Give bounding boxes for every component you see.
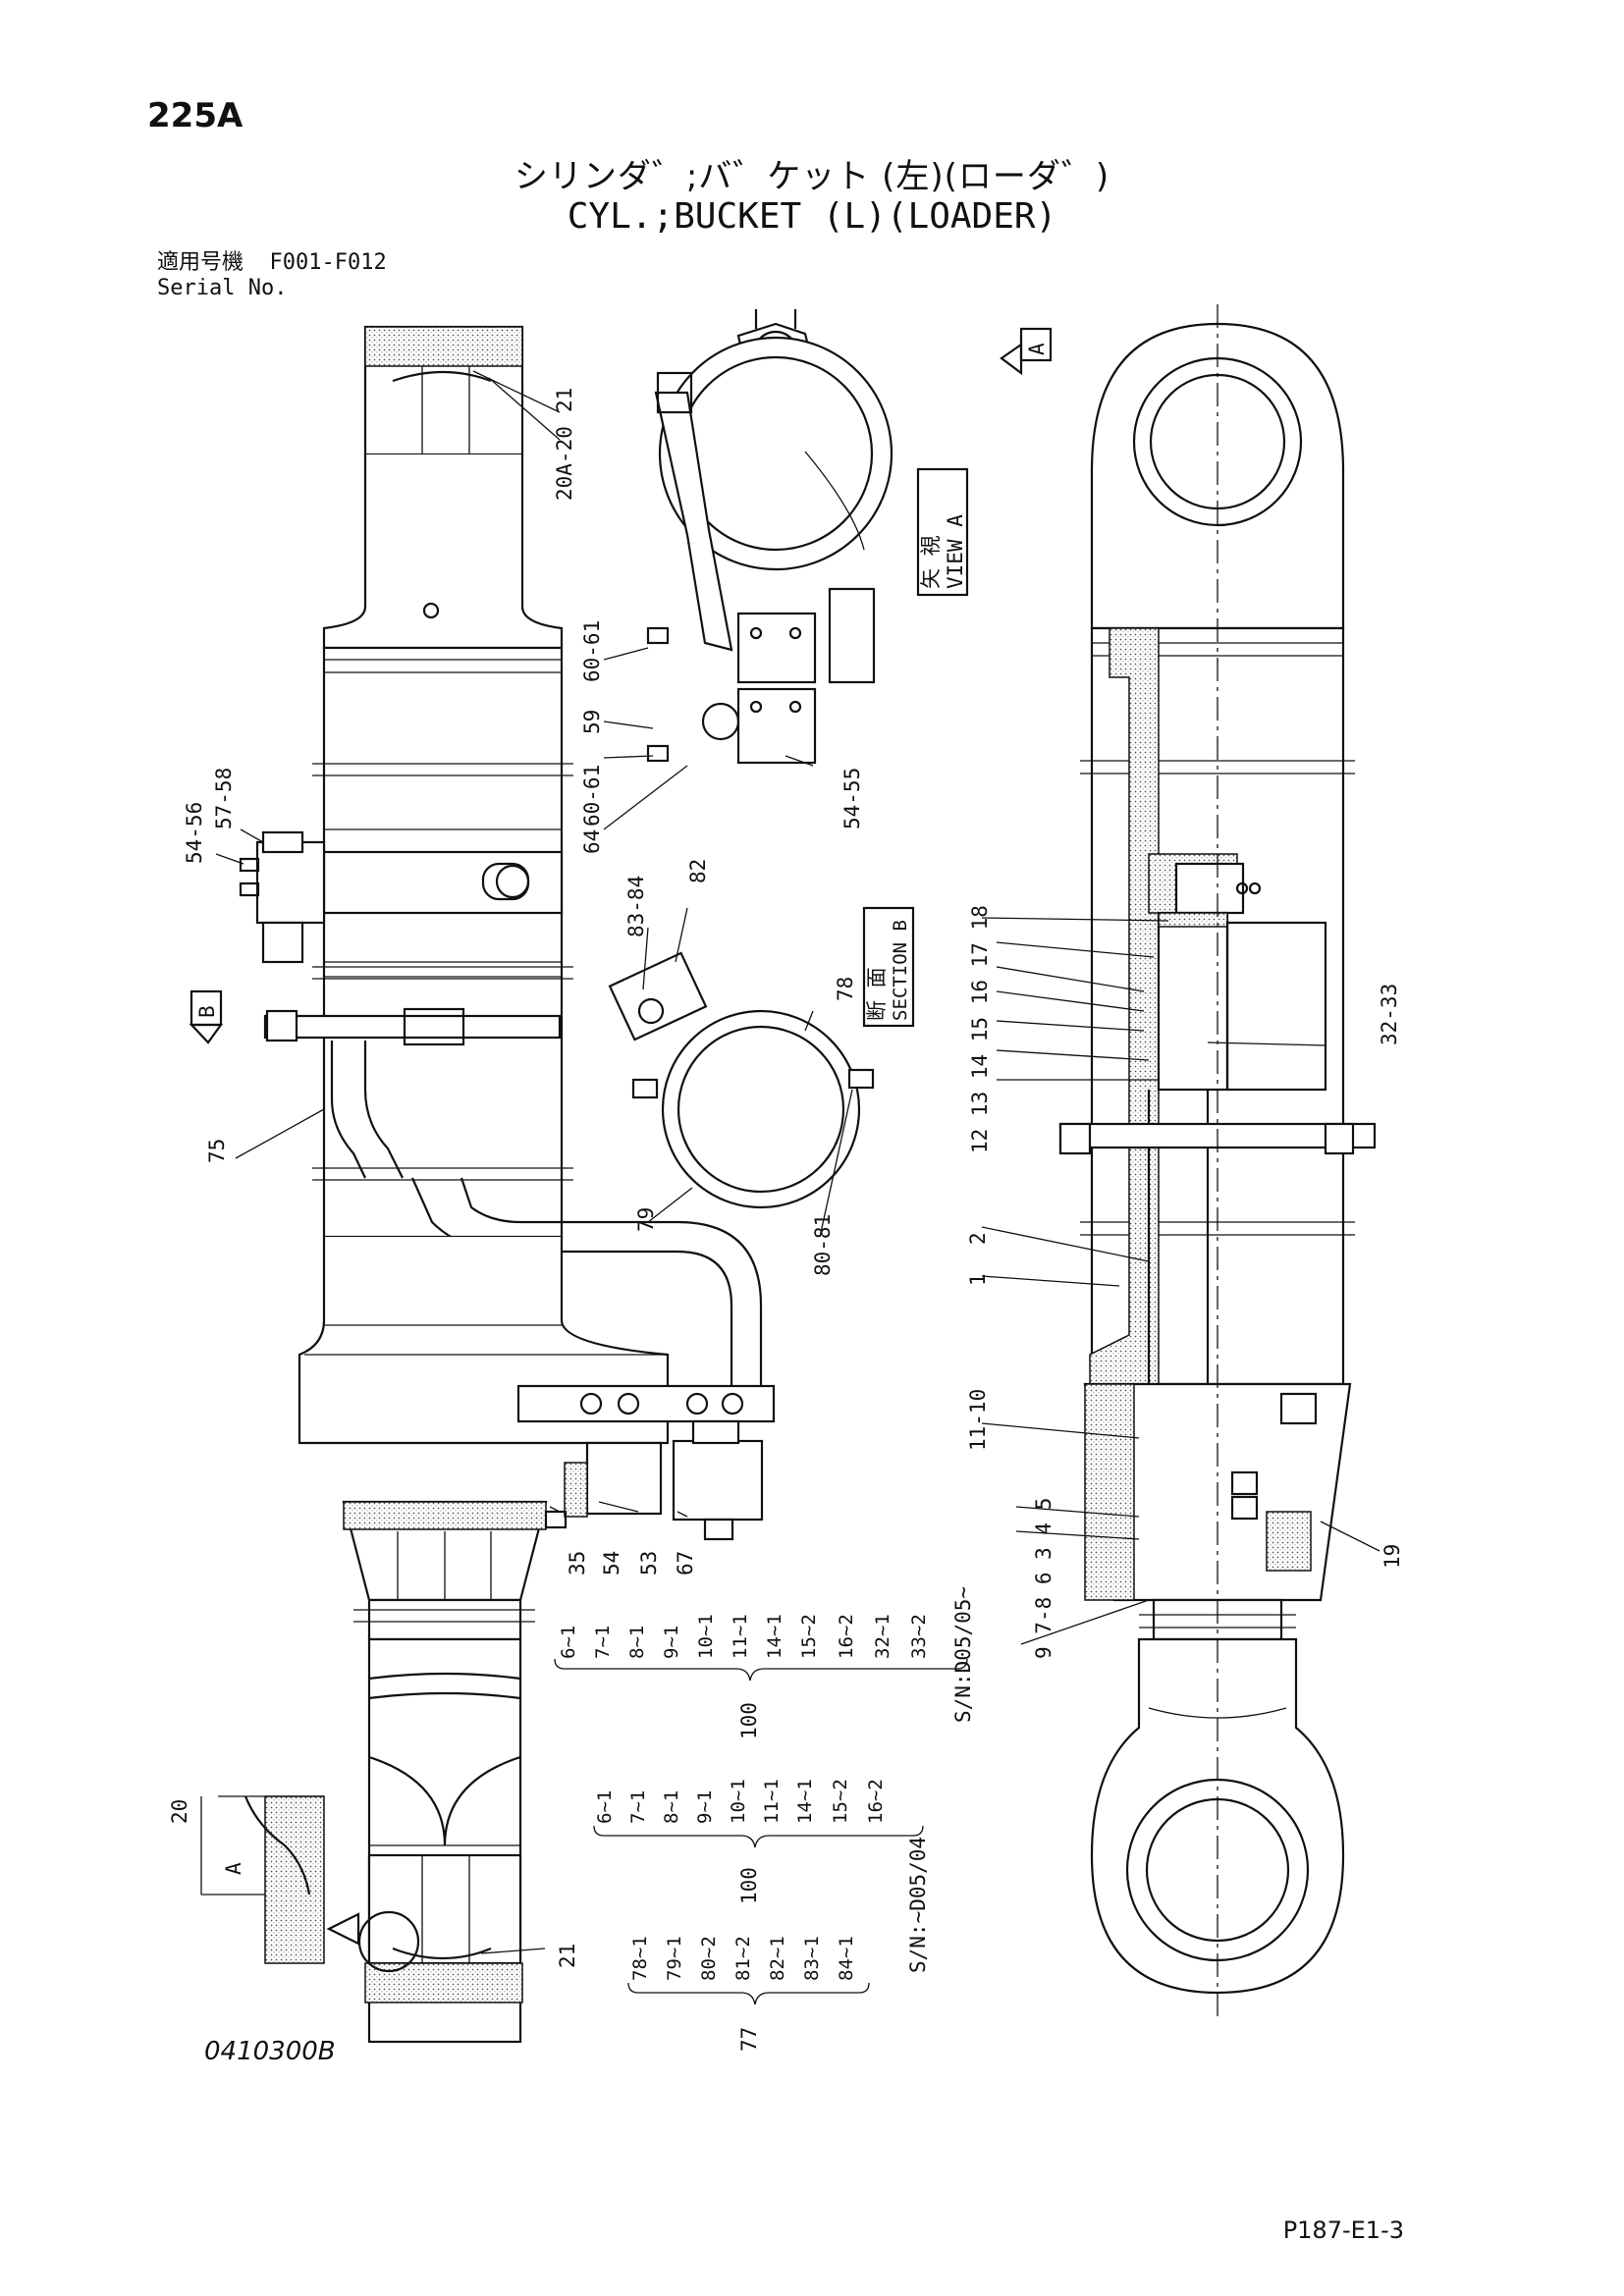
kit-new-number: 100 bbox=[737, 1702, 761, 1739]
callout-54-56: 54-56 bbox=[183, 802, 206, 864]
callout-83-84: 83-84 bbox=[624, 876, 648, 937]
view-a-label-ja: 矢 視 bbox=[919, 535, 943, 589]
kit-braces bbox=[554, 1658, 968, 2005]
kit-77-item: 84~1 bbox=[836, 1936, 857, 1981]
callout-79: 79 bbox=[634, 1207, 658, 1232]
serial-label-ja: 適用号機 bbox=[157, 250, 244, 275]
callout-21-top: 21 bbox=[553, 388, 576, 412]
kit-new-serial: S/N:D05/05~ bbox=[951, 1586, 975, 1723]
kit-new-item: 11~1 bbox=[730, 1614, 751, 1659]
kit-77-item: 82~1 bbox=[767, 1936, 788, 1981]
kit-old-item: 14~1 bbox=[794, 1779, 816, 1824]
callout-19: 19 bbox=[1380, 1544, 1404, 1569]
kit-old-item: 7~1 bbox=[627, 1790, 649, 1824]
callout-32-33: 32-33 bbox=[1378, 984, 1401, 1045]
callout-60-61-b: 60-61 bbox=[580, 765, 604, 827]
callout-75: 75 bbox=[205, 1139, 229, 1163]
page-code: 225A bbox=[147, 96, 244, 135]
serial-label-en: Serial No. bbox=[157, 276, 288, 300]
kit-new-item: 8~1 bbox=[626, 1626, 648, 1659]
title-japanese: シリンダ゛;バ゛ケット (左)(ローダ゛) bbox=[514, 157, 1110, 196]
section-b-label-ja: 断 面 bbox=[865, 967, 889, 1021]
kit-77-item: 79~1 bbox=[664, 1936, 685, 1981]
callout-35: 35 bbox=[566, 1551, 589, 1575]
callout-2: 2 bbox=[966, 1232, 990, 1245]
kit-new-item: 33~2 bbox=[908, 1614, 930, 1659]
kit-old-serial: S/N:~D05/04 bbox=[906, 1837, 930, 1973]
left-cylinder bbox=[239, 325, 776, 2044]
right-cylinder bbox=[1058, 304, 1377, 2022]
kit-new-item: 14~1 bbox=[764, 1614, 785, 1659]
kit-77-item: 78~1 bbox=[629, 1936, 651, 1981]
kit-77-item: 83~1 bbox=[801, 1936, 823, 1981]
callout-12-18: 12 13 14 15 16 17 18 bbox=[968, 905, 992, 1153]
callout-1: 1 bbox=[966, 1273, 990, 1286]
kit-new-item: 32~1 bbox=[872, 1614, 893, 1659]
serial-range: F001-F012 bbox=[269, 250, 387, 275]
callout-80-81: 80-81 bbox=[811, 1214, 835, 1276]
callout-78: 78 bbox=[834, 977, 857, 1001]
kit-77-number: 77 bbox=[737, 2027, 761, 2052]
section-b-drawing bbox=[608, 951, 875, 1209]
view-a-label-en: VIEW A bbox=[944, 514, 967, 589]
callout-67: 67 bbox=[674, 1551, 697, 1575]
callout-57-58: 57-58 bbox=[212, 768, 236, 829]
kit-old-item: 10~1 bbox=[728, 1779, 749, 1824]
sheet-number: P187-E1-3 bbox=[1282, 2216, 1404, 2244]
callout-9-5: 9 7-8 6 3 4 5 bbox=[1032, 1498, 1056, 1659]
leader-lines bbox=[215, 370, 1380, 1954]
kit-old-item: 6~1 bbox=[594, 1790, 616, 1824]
callout-labels: 20A-20 21 60-61 59 60-61 64 54-55 54-56 … bbox=[168, 388, 1404, 1968]
kit-new-item: 10~1 bbox=[695, 1614, 717, 1659]
kit-new-item: 15~2 bbox=[798, 1614, 820, 1659]
callout-20: 20 bbox=[168, 1799, 191, 1824]
view-markers bbox=[189, 327, 1053, 1044]
kit-new: 6~1 7~1 8~1 9~1 10~1 11~1 14~1 15~2 16~2… bbox=[558, 1586, 975, 1739]
title-english: CYL.;BUCKET (L)(LOADER) bbox=[567, 196, 1057, 237]
kit-new-item: 7~1 bbox=[592, 1626, 614, 1659]
view-a-drawing bbox=[646, 309, 893, 765]
serial-block: 適用号機 F001-F012 Serial No. bbox=[157, 250, 387, 301]
callout-54-55: 54-55 bbox=[840, 768, 864, 829]
callout-54: 54 bbox=[600, 1551, 623, 1575]
kit-old-item: 8~1 bbox=[661, 1790, 682, 1824]
callout-60-61-a: 60-61 bbox=[580, 620, 604, 682]
detail-a bbox=[200, 1795, 360, 1964]
kit-new-item: 9~1 bbox=[661, 1626, 682, 1659]
callout-64: 64 bbox=[580, 829, 604, 854]
callout-53: 53 bbox=[637, 1551, 661, 1575]
callout-82: 82 bbox=[686, 859, 710, 883]
drawing-number: 0410300B bbox=[204, 2037, 336, 2066]
section-b-label-en: SECTION B bbox=[890, 920, 911, 1021]
kit-77: 78~1 79~1 80~2 81~2 82~1 83~1 84~1 77 bbox=[629, 1936, 857, 2052]
kit-77-item: 81~2 bbox=[732, 1936, 754, 1981]
kit-old-number: 100 bbox=[737, 1867, 761, 1904]
section-marker-b: B bbox=[195, 1005, 219, 1018]
callout-20a-20: 20A-20 bbox=[553, 426, 576, 501]
kit-old-item: 9~1 bbox=[694, 1790, 716, 1824]
detail-a-label: A bbox=[222, 1862, 245, 1875]
callout-11-10: 11-10 bbox=[966, 1389, 990, 1451]
kit-new-item: 16~2 bbox=[836, 1614, 857, 1659]
kit-old-item: 16~2 bbox=[865, 1779, 887, 1824]
kit-old-item: 11~1 bbox=[761, 1779, 783, 1824]
view-marker-a: A bbox=[1025, 343, 1049, 355]
kit-old: 6~1 7~1 8~1 9~1 10~1 11~1 14~1 15~2 16~2… bbox=[594, 1779, 930, 1973]
kit-old-item: 15~2 bbox=[830, 1779, 851, 1824]
callout-21-bottom: 21 bbox=[556, 1944, 579, 1968]
callout-59: 59 bbox=[580, 710, 604, 734]
kit-new-item: 6~1 bbox=[558, 1626, 579, 1659]
kit-77-item: 80~2 bbox=[698, 1936, 720, 1981]
